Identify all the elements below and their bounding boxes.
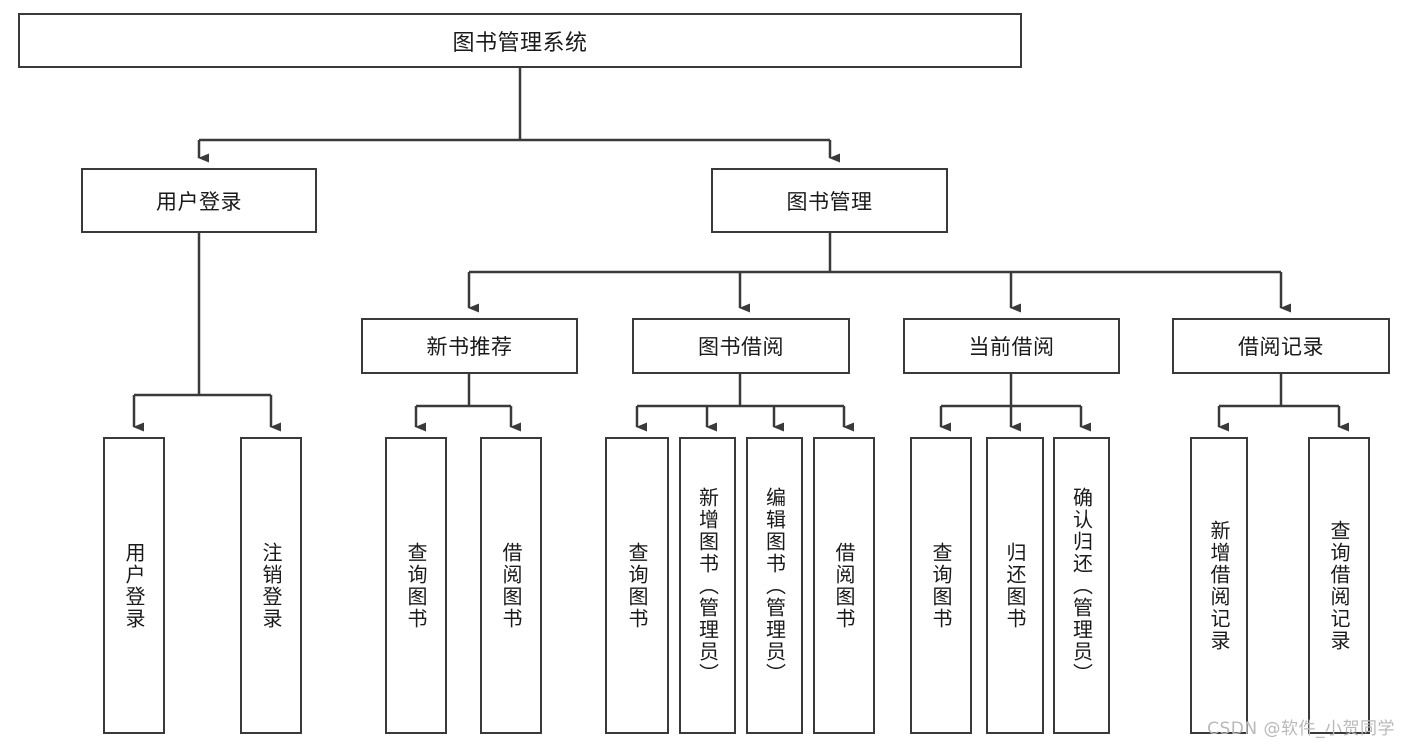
leaf-query-book-recommend[interactable]: 查询图书: [385, 437, 447, 734]
leaf-borrow-book-recommend[interactable]: 借阅图书: [480, 437, 542, 734]
node-user-login[interactable]: 用户登录: [81, 168, 317, 233]
node-label: 用户登录: [122, 541, 146, 630]
leaf-query-book-current[interactable]: 查询图书: [910, 437, 972, 734]
node-label: 查询图书: [625, 541, 649, 630]
node-label: 新书推荐: [426, 335, 513, 359]
node-label: 借阅图书: [832, 541, 856, 630]
leaf-confirm-return-admin[interactable]: 确认归还（管理员）: [1053, 437, 1110, 734]
leaf-logout[interactable]: 注销登录: [240, 437, 302, 734]
node-label: 查询图书: [404, 541, 428, 630]
node-new-book-recommend[interactable]: 新书推荐: [361, 318, 578, 374]
leaf-borrow-book[interactable]: 借阅图书: [813, 437, 875, 734]
leaf-user-login[interactable]: 用户登录: [103, 437, 165, 734]
node-label: 查询借阅记录: [1327, 519, 1351, 652]
node-label: 用户登录: [156, 189, 242, 214]
leaf-add-book-admin[interactable]: 新增图书（管理员）: [679, 437, 736, 734]
node-label: 图书借阅: [698, 335, 784, 359]
node-current-borrow[interactable]: 当前借阅: [903, 318, 1120, 374]
node-label: 当前借阅: [968, 335, 1055, 359]
node-label: 查询图书: [929, 541, 953, 630]
node-label: 新增借阅记录: [1207, 519, 1231, 652]
node-book-management[interactable]: 图书管理: [711, 168, 948, 233]
node-borrow-record[interactable]: 借阅记录: [1172, 318, 1390, 374]
node-label: 确认归还（管理员）: [1069, 486, 1094, 685]
leaf-query-borrow-record[interactable]: 查询借阅记录: [1308, 437, 1370, 734]
node-label: 借阅图书: [499, 541, 523, 630]
node-label: 编辑图书（管理员）: [762, 486, 787, 685]
watermark: CSDN @软件_小贺同学: [1207, 719, 1395, 739]
node-label: 归还图书: [1003, 541, 1027, 630]
node-label: 新增图书（管理员）: [695, 486, 720, 685]
node-book-borrow[interactable]: 图书借阅: [632, 318, 850, 374]
leaf-return-book[interactable]: 归还图书: [986, 437, 1044, 734]
node-label: 借阅记录: [1238, 335, 1324, 359]
node-label: 注销登录: [259, 541, 283, 630]
leaf-query-book-borrow[interactable]: 查询图书: [605, 437, 669, 734]
node-label: 图书管理: [786, 189, 873, 214]
node-label: 图书管理系统: [452, 30, 588, 56]
node-root-book-management-system[interactable]: 图书管理系统: [18, 13, 1022, 68]
leaf-add-borrow-record[interactable]: 新增借阅记录: [1190, 437, 1248, 734]
leaf-edit-book-admin[interactable]: 编辑图书（管理员）: [746, 437, 803, 734]
